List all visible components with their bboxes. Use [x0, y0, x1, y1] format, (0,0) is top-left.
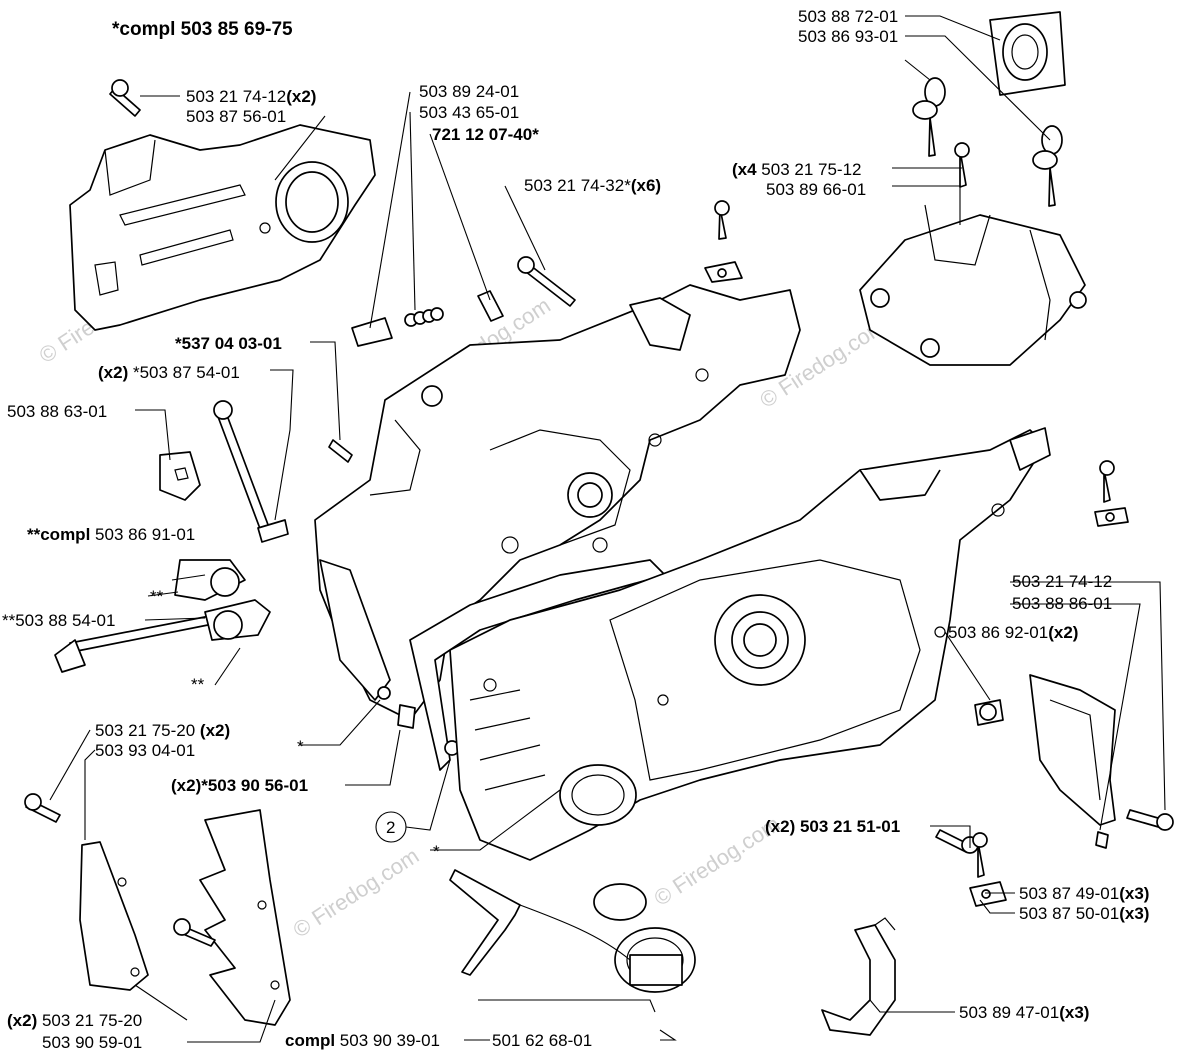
label-segment: (x2): [1048, 623, 1078, 642]
label-segment: *: [433, 842, 440, 861]
label-segment: 503 86 92-01: [948, 623, 1048, 642]
part-label: **: [150, 587, 164, 606]
label-segment: 503 89 24-01: [419, 82, 519, 101]
label-segment: (x3): [1059, 1003, 1089, 1022]
label-segment: 503 87 50-01: [1019, 904, 1119, 923]
part-label: 503 87 56-01: [186, 107, 286, 126]
label-segment: 503 93 04-01: [95, 741, 195, 760]
label-segment: (x3): [1119, 904, 1149, 923]
part-label: **503 88 54-01: [2, 611, 115, 630]
part-label: 503 21 74-12: [1012, 572, 1112, 591]
label-segment: (x2): [7, 1011, 42, 1030]
top-right-parts: [859, 11, 1129, 527]
part-label: 503 93 04-01: [95, 741, 195, 760]
label-segment: 2: [386, 818, 395, 837]
label-segment: compl: [285, 1031, 340, 1050]
part-label: 503 86 93-01: [798, 27, 898, 46]
label-segment: 503 88 86-01: [1012, 594, 1112, 613]
part-label: 503 21 75-20 (x2): [95, 721, 230, 740]
label-segment: (x2) 503 21 51-01: [765, 817, 900, 836]
part-label: 503 21 74-12(x2): [186, 87, 316, 106]
label-segment: 503 86 93-01: [798, 27, 898, 46]
part-label: **: [191, 675, 205, 694]
label-segment: 503 88 72-01: [798, 7, 898, 26]
leader-lines: [49, 15, 1166, 1043]
label-segment: *: [297, 737, 304, 756]
bottom-left-parts: [24, 793, 291, 1026]
part-label: 721 12 07-40*: [432, 125, 539, 144]
label-segment: *503 87 54-01: [133, 363, 240, 382]
part-label: 503 88 86-01: [1012, 594, 1112, 613]
part-label: 503 88 72-01: [798, 7, 898, 26]
label-segment: 503 43 65-01: [419, 103, 519, 122]
tank-cap-part: [449, 869, 696, 993]
label-segment: 503 21 74-12: [186, 87, 286, 106]
label-segment: **: [191, 675, 205, 694]
part-label: 503 43 65-01: [419, 103, 519, 122]
label-segment: 503 87 49-01: [1019, 884, 1119, 903]
label-segment: 503 21 75-20: [95, 721, 200, 740]
label-segment: 503 86 91-01: [95, 525, 195, 544]
small-parts-left: [54, 400, 353, 673]
part-label: 503 89 47-01(x3): [959, 1003, 1089, 1022]
label-segment: 721 12 07-40*: [432, 125, 539, 144]
label-segment: 503 88 63-01: [7, 402, 107, 421]
label-segment: 503 21 74-12: [1012, 572, 1112, 591]
part-label: (x2) *503 87 54-01: [98, 363, 240, 382]
part-label: 503 87 50-01(x3): [1019, 904, 1149, 923]
watermark: © Firedog.com: [288, 843, 423, 943]
label-segment: (x4: [732, 160, 761, 179]
part-label: 501 62 68-01: [492, 1031, 592, 1050]
label-segment: (x2): [98, 363, 133, 382]
callout-number: 2: [386, 818, 395, 837]
right-guard-part: [935, 674, 1174, 854]
part-label: (x2) 503 21 51-01: [765, 817, 900, 836]
crankcase-right: [449, 427, 1051, 861]
part-label: 503 21 74-32*(x6): [524, 176, 661, 195]
labels-layer: *compl 503 85 69-75 503 21 74-12(x2) 503…: [2, 7, 1149, 1052]
part-label: 503 89 66-01: [766, 180, 866, 199]
label-segment: 503 90 59-01: [42, 1033, 142, 1052]
label-segment: 503 21 74-32*: [524, 176, 631, 195]
label-segment: 503 90 39-01: [340, 1031, 440, 1050]
part-label: 503 86 92-01(x2): [948, 623, 1078, 642]
label-segment: 503 89 66-01: [766, 180, 866, 199]
label-segment: **503 88 54-01: [2, 611, 115, 630]
part-label: 503 87 49-01(x3): [1019, 884, 1149, 903]
diagram-title: *compl 503 85 69-75: [112, 19, 293, 40]
label-segment: 503 89 47-01: [959, 1003, 1059, 1022]
label-segment: (x3): [1119, 884, 1149, 903]
part-label: 503 90 59-01: [42, 1033, 142, 1052]
part-label: *: [433, 842, 440, 861]
part-label: *537 04 03-01: [175, 334, 282, 353]
crankcase-left: [314, 284, 801, 729]
part-label: (x4 503 21 75-12: [732, 160, 862, 179]
label-segment: 501 62 68-01: [492, 1031, 592, 1050]
label-segment: 503 21 75-12: [761, 160, 861, 179]
label-segment: (x2)*503 90 56-01: [171, 776, 308, 795]
bar-cover-part: [69, 79, 376, 331]
small-parts-top: [351, 200, 743, 347]
label-segment: 503 21 75-20: [42, 1011, 142, 1030]
part-label: 503 88 63-01: [7, 402, 107, 421]
part-label: (x2) 503 21 75-20: [7, 1011, 142, 1030]
label-segment: (x2): [200, 721, 230, 740]
label-segment: **: [150, 587, 164, 606]
part-label: compl 503 90 39-01: [285, 1031, 440, 1050]
label-segment: (x6): [631, 176, 661, 195]
callout-circle: [375, 811, 407, 843]
label-segment: **compl: [27, 525, 95, 544]
part-label: **compl 503 86 91-01: [27, 525, 195, 544]
part-label: 503 89 24-01: [419, 82, 519, 101]
part-label: (x2)*503 90 56-01: [171, 776, 308, 795]
label-segment: *537 04 03-01: [175, 334, 282, 353]
label-segment: (x2): [286, 87, 316, 106]
part-label: *: [297, 737, 304, 756]
label-segment: 503 87 56-01: [186, 107, 286, 126]
